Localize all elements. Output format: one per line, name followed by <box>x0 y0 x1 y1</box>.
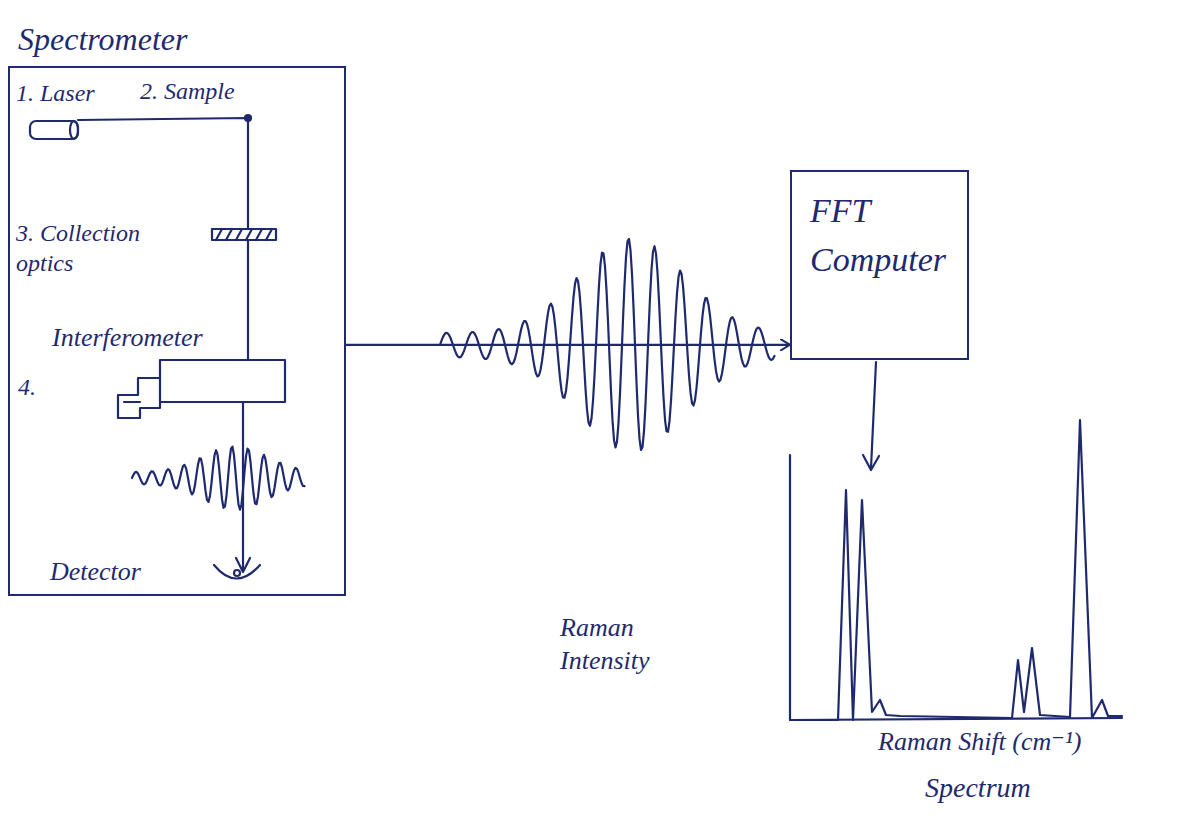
part-label: 1. Laser <box>16 78 95 108</box>
detector-dot <box>234 570 240 576</box>
lens-symbol <box>212 229 276 240</box>
process-box: FFT Computer <box>790 170 969 360</box>
signal-connector <box>346 344 790 346</box>
interferogram-wave <box>132 447 305 510</box>
part-label: Interferometer <box>52 322 203 355</box>
interferometer-body <box>160 360 285 402</box>
axis-label: Raman Shift (cm⁻¹) <box>878 726 1081 759</box>
beam-path <box>78 118 248 228</box>
spectrum-trace <box>790 420 1122 720</box>
arrow-head <box>863 455 879 470</box>
part-label: 3. Collection optics <box>16 218 201 278</box>
box-label: FFT Computer <box>792 172 967 285</box>
interferometer-arm <box>118 378 160 418</box>
laser-end <box>70 121 78 139</box>
interferometer-arm <box>124 401 140 403</box>
axis-label: Raman Intensity <box>560 612 685 677</box>
part-label: 2. Sample <box>140 76 235 106</box>
figure-label: Spectrum <box>925 770 1031 805</box>
housing-title: Spectrometer <box>18 20 187 58</box>
detector-symbol <box>214 565 260 579</box>
drawing-group <box>30 115 1122 720</box>
part-label: Detector <box>50 556 141 589</box>
callout-number: 4. <box>18 372 36 402</box>
sample-dot <box>245 115 251 121</box>
leader-arrow <box>871 362 876 468</box>
beam-path <box>247 240 249 360</box>
laser-symbol <box>30 121 78 139</box>
lens-hatch <box>216 229 272 240</box>
